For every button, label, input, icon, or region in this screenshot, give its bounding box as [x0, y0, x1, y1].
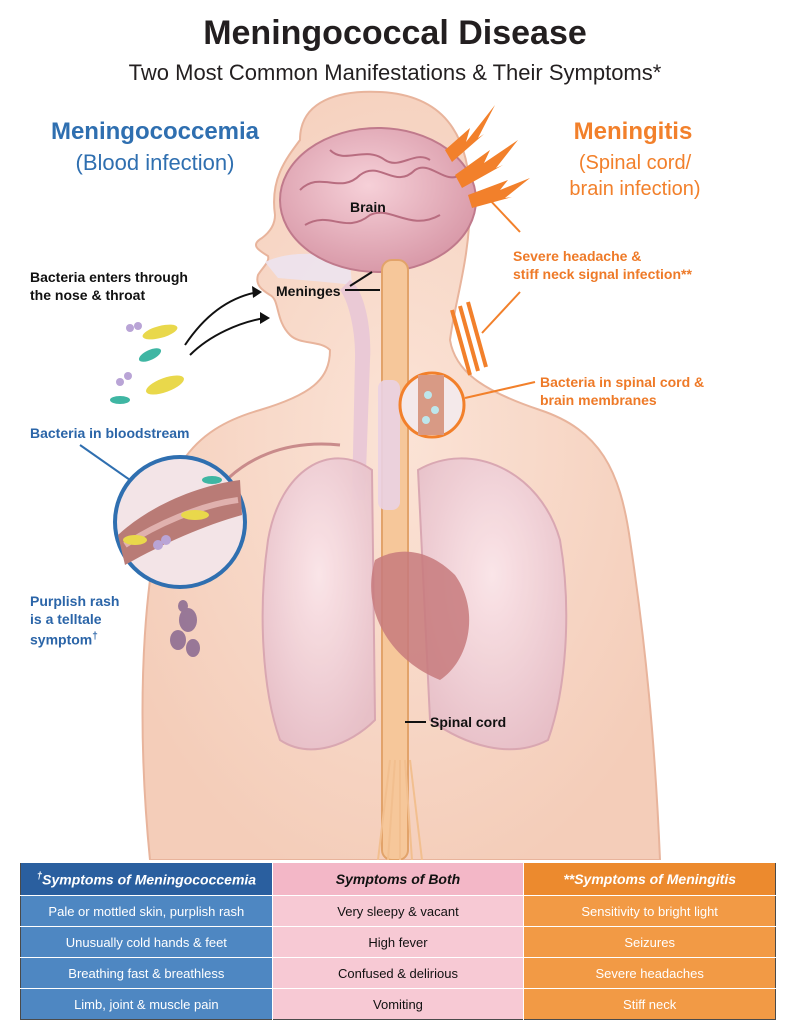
brain-shape — [279, 127, 477, 273]
meningitis-subheading-1: (Spinal cord/ — [578, 152, 692, 174]
spinal-bacteria-pointer — [464, 381, 536, 399]
arrow-to-mouth — [189, 317, 266, 356]
table-cell: Vomiting — [272, 988, 525, 1020]
stiff-neck-lines — [450, 301, 488, 376]
table-row: Breathing fast & breathless Confused & d… — [20, 957, 776, 989]
cauda-equina — [377, 759, 423, 860]
purplish-rash-label-2: is a telltale — [30, 611, 102, 627]
table-cell: Pale or mottled skin, purplish rash — [20, 895, 273, 927]
spinal-bacteria-label-2: brain membranes — [540, 392, 657, 408]
table-row: Pale or mottled skin, purplish rash Very… — [20, 895, 776, 927]
meningococcemia-heading: Meningococcemia — [50, 118, 260, 145]
bloodstream-pointer — [79, 444, 131, 481]
purplish-rash-label-3: symptom† — [30, 631, 98, 648]
anatomy-illustration — [79, 90, 662, 860]
table-cell: Seizures — [523, 926, 776, 958]
table-cell: Breathing fast & breathless — [20, 957, 273, 989]
purplish-rash-label-1: Purplish rash — [30, 593, 120, 609]
table-row: Unusually cold hands & feet High fever S… — [20, 926, 776, 958]
meninges-pointer-2 — [349, 271, 373, 287]
spinal-magnifier — [398, 371, 466, 439]
header-both: Symptoms of Both — [272, 862, 525, 896]
meningitis-heading: Meningitis — [573, 118, 693, 145]
meningococcemia-subheading: (Blood infection) — [75, 150, 235, 175]
table-cell: Severe headaches — [523, 957, 776, 989]
table-cell: High fever — [272, 926, 525, 958]
table-cell: Confused & delirious — [272, 957, 525, 989]
arrowhead-mouth — [260, 312, 270, 324]
spinal-bacteria-label-1: Bacteria in spinal cord & — [540, 374, 705, 390]
bacteria-enters-label-2: the nose & throat — [30, 287, 146, 303]
table-cell: Stiff neck — [523, 988, 776, 1020]
meninges-label: Meninges — [276, 283, 341, 299]
arrow-to-nose — [184, 291, 259, 346]
heart — [371, 551, 470, 680]
table-header-row: †Symptoms of Meningococcemia Symptoms of… — [20, 862, 776, 896]
table-cell: Very sleepy & vacant — [272, 895, 525, 927]
bacteria-bloodstream-label: Bacteria in bloodstream — [30, 425, 190, 441]
dagger-mark: † — [92, 631, 98, 642]
headache-bolt-icons — [445, 105, 530, 208]
bacteria-cluster — [110, 322, 184, 404]
header-dagger: † — [36, 870, 43, 882]
symptoms-table: †Symptoms of Meningococcemia Symptoms of… — [20, 862, 776, 1020]
table-cell: Sensitivity to bright light — [523, 895, 776, 927]
purplish-rash — [170, 600, 200, 657]
brain-label: Brain — [350, 199, 386, 215]
headache-pointer — [487, 197, 521, 233]
table-cell: Unusually cold hands & feet — [20, 926, 273, 958]
trachea — [378, 380, 400, 510]
header-meningococcemia: †Symptoms of Meningococcemia — [20, 862, 273, 896]
left-lung — [261, 457, 377, 751]
spinal-cord-label: Spinal cord — [430, 714, 507, 730]
table-row: Limb, joint & muscle pain Vomiting Stiff… — [20, 988, 776, 1020]
headache-label-1: Severe headache & — [513, 248, 642, 264]
header-meningitis: **Symptoms of Meningitis — [523, 862, 776, 896]
right-lung — [416, 457, 568, 751]
stiff-neck-pointer — [481, 291, 521, 334]
table-cell: Limb, joint & muscle pain — [20, 988, 273, 1020]
page-subtitle: Two Most Common Manifestations & Their S… — [128, 60, 662, 85]
page-title: Meningococcal Disease — [203, 14, 587, 52]
throat — [340, 280, 371, 500]
arrowhead-nose — [252, 286, 262, 298]
meningitis-subheading-2: brain infection) — [569, 178, 701, 200]
headache-label-2: stiff neck signal infection** — [513, 266, 692, 282]
bacteria-enters-label-1: Bacteria enters through — [30, 269, 188, 285]
bloodstream-magnifier — [113, 455, 247, 589]
